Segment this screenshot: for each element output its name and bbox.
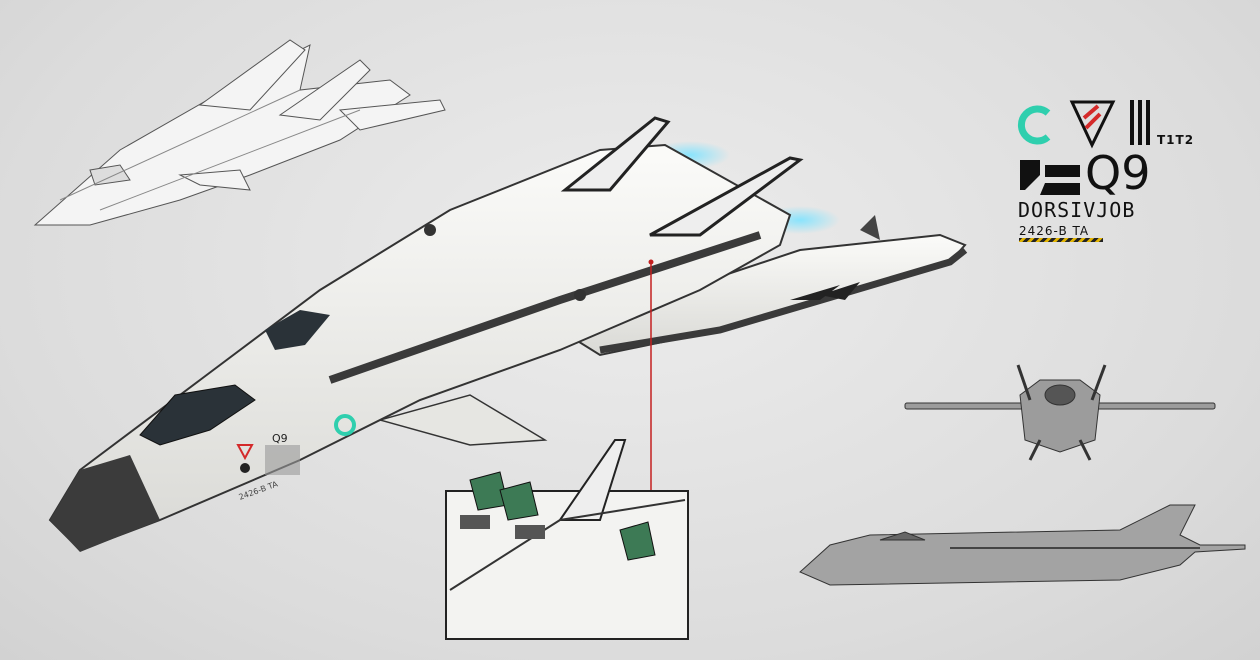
- insignia-graphics: [1017, 100, 1150, 195]
- insignia-model: Q9: [1085, 146, 1151, 200]
- hazard-stripe: [1019, 238, 1103, 242]
- lower-wing: [377, 394, 548, 446]
- teal-c-logo-icon: [1017, 105, 1051, 145]
- detail-inset-hatches: [445, 439, 689, 640]
- upper-canopy: [265, 310, 330, 350]
- main-ship: Q9 2426-B TA: [48, 116, 968, 552]
- hull-model-marking: Q9: [272, 432, 288, 445]
- side-view-ship: [799, 504, 1246, 586]
- nose-cone: [50, 455, 160, 552]
- triangle-emblem-icon: [1069, 100, 1116, 149]
- insignia-serial: 2426-B TA: [1019, 224, 1090, 238]
- insignia-name: DORSIVJOB: [1018, 198, 1136, 222]
- tail-fin: [560, 116, 671, 192]
- insignia-mark-suffix: T1T2: [1157, 133, 1195, 147]
- emblem-glyph-icon: [1020, 160, 1080, 195]
- line-sketch-ship: [33, 39, 446, 226]
- front-view-ship: [904, 364, 1216, 461]
- teal-insignia-icon: [334, 414, 356, 436]
- tail-fin: [649, 156, 804, 237]
- cockpit-canopy: [139, 384, 256, 446]
